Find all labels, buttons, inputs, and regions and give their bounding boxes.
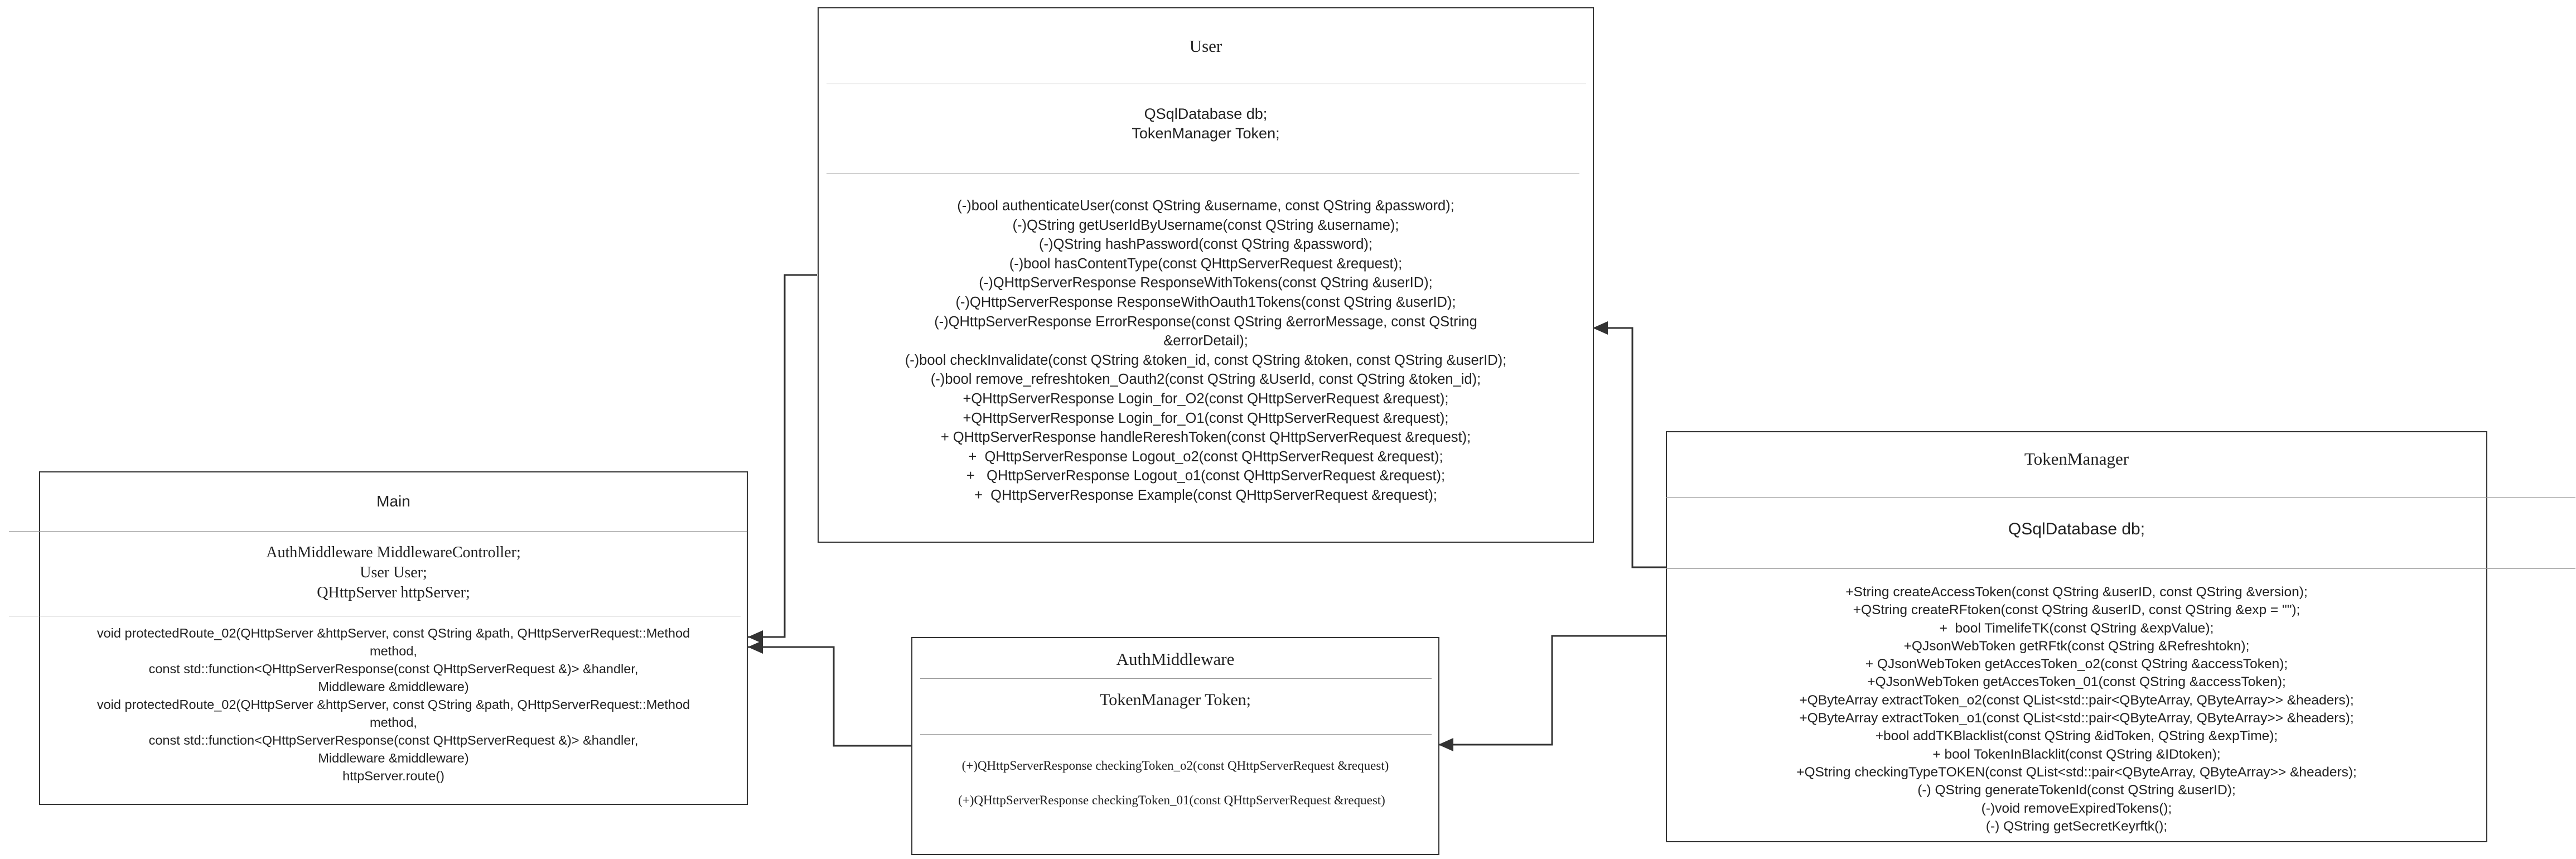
class-tokenmanager-attributes: QSqlDatabase db; [1667,519,2486,540]
method-line: (-)bool remove_refreshtoken_Oauth2(const… [930,371,1481,388]
class-authmiddleware-attributes: TokenManager Token; [912,689,1438,711]
method-line: +QString createRFtoken(const QString &us… [1853,602,2300,618]
method-line: (+)QHttpServerResponse checkingToken_o2(… [961,759,1389,773]
method-line: +QHttpServerResponse Login_for_O1(const … [963,410,1449,426]
method-line: (-)void removeExpiredTokens(); [1981,800,2172,816]
attribute-line: QSqlDatabase db; [2008,520,2145,538]
method-line: +QByteArray extractToken_o2(const QList<… [1799,692,2354,708]
method-line: + bool TimelifeTK(const QString &expValu… [1939,620,2214,636]
attribute-line: AuthMiddleware MiddlewareController; [266,544,521,561]
method-line: (-)QHttpServerResponse ResponseWithOauth… [955,294,1456,310]
class-main-attributes: AuthMiddleware MiddlewareController; Use… [39,543,748,603]
method-line: const std::function<QHttpServerResponse(… [148,733,639,747]
class-main: Main [39,471,748,805]
connector-token-to-user [1593,321,1666,568]
method-line: +QJsonWebToken getAccesToken_01(const QS… [1867,674,2286,690]
method-line: (-)bool hasContentType(const QHttpServer… [1009,255,1403,272]
method-line: +String createAccessToken(const QString … [1845,585,2308,600]
method-line: + QJsonWebToken getAccesToken_o2(const Q… [1865,657,2288,672]
class-main-methods: void protectedRoute_02(QHttpServer &http… [39,624,748,785]
class-main-divider-1 [9,531,747,532]
method-line: void protectedRoute_02(QHttpServer &http… [96,697,690,712]
method-line: (-)QHttpServerResponse ErrorResponse(con… [934,313,1477,330]
class-tokenmanager: TokenManager QSqlDatabase db; +String cr… [1666,431,2487,842]
method-line: httpServer.route() [342,769,444,783]
class-user-attributes: QSqlDatabase db; TokenManager Token; [819,104,1593,143]
method-line: (-)bool checkInvalidate(const QString &t… [905,352,1507,368]
method-line: const std::function<QHttpServerResponse(… [148,662,639,676]
class-main-name: Main [376,493,410,510]
class-user-name: User [1189,36,1222,56]
class-user: User QSqlDatabase db; TokenManager Token… [818,7,1594,543]
class-tokenmanager-methods: +String createAccessToken(const QString … [1667,583,2486,836]
attribute-line: QHttpServer httpServer; [317,584,470,601]
method-line: (-)QHttpServerResponse ResponseWithToken… [979,275,1433,291]
method-line: Middleware &middleware) [318,751,469,765]
method-line: Middleware &middleware) [318,679,469,694]
method-line: void protectedRoute_02(QHttpServer &http… [96,626,690,640]
method-line: + bool TokenInBlacklit(const QString &ID… [1932,746,2221,762]
method-line: + QHttpServerResponse Logout_o2(const QH… [968,448,1443,465]
method-line: &errorDetail); [1163,333,1248,349]
method-line: (-) QString generateTokenId(const QStrin… [1917,783,2236,798]
connector-token-to-auth [1438,635,1666,751]
attribute-line: TokenManager Token; [1100,691,1251,709]
attribute-line: User User; [360,564,427,581]
method-line: method, [370,644,417,658]
method-line: + QHttpServerResponse Example(const QHtt… [974,487,1437,503]
class-authmiddleware-divider-1 [920,678,1432,679]
method-line: + QHttpServerResponse handleRereshToken(… [940,430,1471,446]
method-line: (-)bool authenticateUser(const QString &… [957,198,1454,214]
method-line: +QString checkingTypeTOKEN(const QList<s… [1796,764,2357,780]
attribute-line: TokenManager Token; [1132,125,1280,142]
class-tokenmanager-name: TokenManager [2024,449,2129,469]
class-authmiddleware-name: AuthMiddleware [1116,649,1235,669]
method-line: +QByteArray extractToken_o1(const QList<… [1799,711,2354,726]
method-line: +QHttpServerResponse Login_for_O2(const … [963,390,1449,407]
class-tokenmanager-divider-2 [1666,568,2575,569]
class-user-methods: (-)bool authenticateUser(const QString &… [819,196,1593,505]
class-authmiddleware-divider-2 [920,734,1432,735]
method-line: (-)QString hashPassword(const QString &p… [1038,237,1373,253]
class-tokenmanager-divider-1 [1666,497,2575,498]
method-line: +QJsonWebToken getRFtk(const QString &Re… [1903,638,2250,654]
method-line: method, [370,715,417,730]
method-line: + QHttpServerResponse Logout_o1(const QH… [966,468,1446,484]
method-line: (-) QString getSecretKeyrftk(); [1985,818,2168,834]
method-line: +bool addTKBlacklist(const QString &idTo… [1875,728,2278,744]
class-authmiddleware: AuthMiddleware TokenManager Token; (+)QH… [911,637,1439,855]
connector-auth-to-main [748,640,911,747]
method-line: (-)QString getUserIdByUsername(const QSt… [1012,217,1399,233]
connector-user-to-main [748,274,817,644]
class-authmiddleware-method-2: (+)QHttpServerResponse checkingToken_01(… [951,792,1392,808]
method-line: (+)QHttpServerResponse checkingToken_01(… [958,793,1385,807]
class-authmiddleware-method-1: (+)QHttpServerResponse checkingToken_o2(… [912,757,1438,774]
attribute-line: QSqlDatabase db; [1144,105,1268,122]
